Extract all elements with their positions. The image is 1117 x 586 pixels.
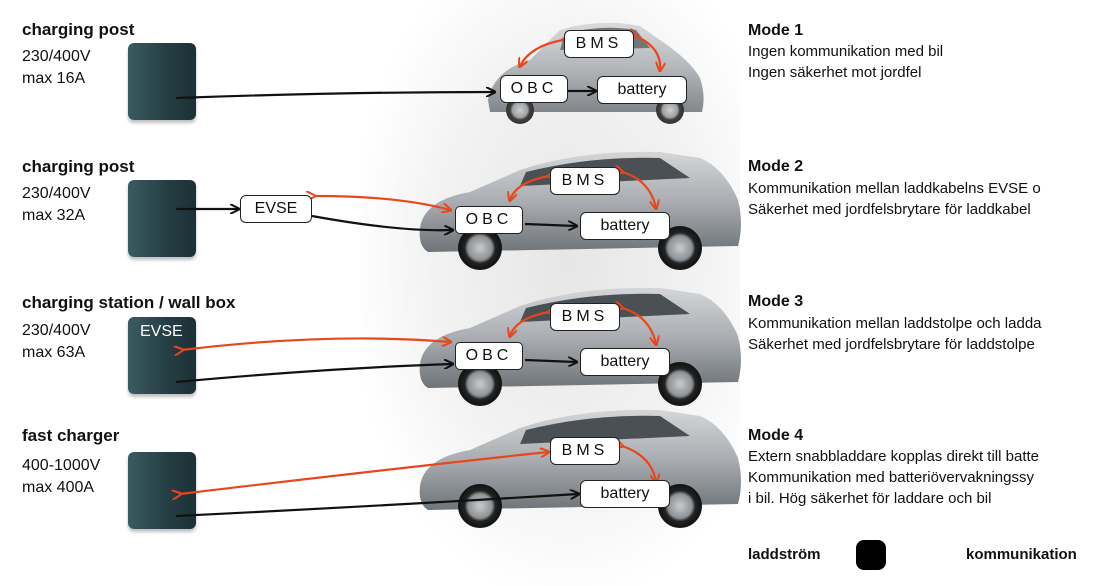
charging-post-2	[128, 180, 196, 257]
mode-4-line-2: Kommunikation med batteriövervakningssy	[748, 469, 1034, 486]
comm-arrow-bms-battery-3	[622, 308, 656, 344]
row-4-spec-voltage: 400-1000V	[22, 457, 101, 474]
battery-box-4: battery	[580, 480, 670, 508]
row-3-spec-current: max 63A	[22, 344, 86, 361]
wall-box-evse-label: EVSE	[140, 323, 183, 340]
row-2-spec-voltage: 230/400V	[22, 185, 91, 202]
battery-box-1: battery	[597, 76, 687, 104]
mode-4-title: Mode 4	[748, 427, 804, 444]
mode-2-line-1: Kommunikation mellan laddkabelns EVSE o	[748, 180, 1041, 197]
mode-1-line-1: Ingen kommunikation med bil	[748, 43, 944, 60]
row-3-spec-voltage: 230/400V	[22, 322, 91, 339]
power-arrow-post3-obc	[175, 364, 452, 384]
row-3-title: charging station / wall box	[22, 293, 236, 312]
comm-arrow-bms-battery-4	[622, 446, 656, 482]
power-arrow-obc-battery-3	[524, 360, 576, 362]
power-arrow-evse-obc	[311, 214, 452, 230]
comm-arrow-charger-bms	[180, 452, 548, 494]
mode-1-line-2: Ingen säkerhet mot jordfel	[748, 64, 922, 81]
battery-box-3: battery	[580, 348, 670, 376]
legend-communication-label: kommunikation	[966, 546, 1077, 563]
comm-arrow-bms-battery-1	[636, 36, 660, 70]
comm-arrow-evse-obc-3	[182, 338, 450, 350]
mode-3-line-1: Kommunikation mellan laddstolpe och ladd…	[748, 315, 1042, 332]
bms-box-2: BMS	[550, 167, 620, 195]
row-4-spec-current: max 400A	[22, 479, 95, 496]
charging-post-1	[128, 43, 196, 120]
row-4-title: fast charger	[22, 426, 120, 445]
mode-2-title: Mode 2	[748, 158, 804, 175]
mode-3-title: Mode 3	[748, 293, 804, 310]
power-arrow-charger-battery	[175, 494, 578, 518]
comm-arrow-evse-obc	[314, 196, 450, 210]
evse-cable-box: EVSE	[240, 195, 312, 223]
legend-power-label: laddström	[748, 546, 821, 563]
comm-arrow-bms-obc-3	[510, 312, 549, 336]
obc-box-3: OBC	[455, 342, 523, 370]
row-1-spec-current: max 16A	[22, 70, 86, 87]
comm-arrow-bms-battery-2	[622, 172, 656, 208]
row-2-title: charging post	[22, 157, 135, 176]
row-1-title: charging post	[22, 20, 135, 39]
mode-1-title: Mode 1	[748, 22, 804, 39]
bms-box-3: BMS	[550, 303, 620, 331]
power-arrow-obc-battery-2	[524, 224, 576, 226]
comm-arrow-bms-obc-1	[520, 40, 563, 66]
mode-3-line-2: Säkerhet med jordfelsbrytare för laddsto…	[748, 336, 1035, 353]
mode-2-line-2: Säkerhet med jordfelsbrytare för laddkab…	[748, 201, 1031, 218]
bms-box-4: BMS	[550, 437, 620, 465]
row-1-spec-voltage: 230/400V	[22, 48, 91, 65]
battery-box-2: battery	[580, 212, 670, 240]
mode-4-line-3: i bil. Hög säkerhet för laddare och bil	[748, 490, 992, 507]
comm-arrow-bms-obc-2	[510, 176, 549, 200]
obc-box-2: OBC	[455, 206, 523, 234]
mode-4-line-1: Extern snabbladdare kopplas direkt till …	[748, 448, 1040, 465]
obc-box-1: OBC	[500, 75, 568, 103]
bms-box-1: BMS	[564, 30, 634, 58]
row-2-spec-current: max 32A	[22, 207, 86, 224]
legend-power-swatch	[856, 540, 886, 570]
power-arrow-post1-obc	[175, 92, 494, 100]
